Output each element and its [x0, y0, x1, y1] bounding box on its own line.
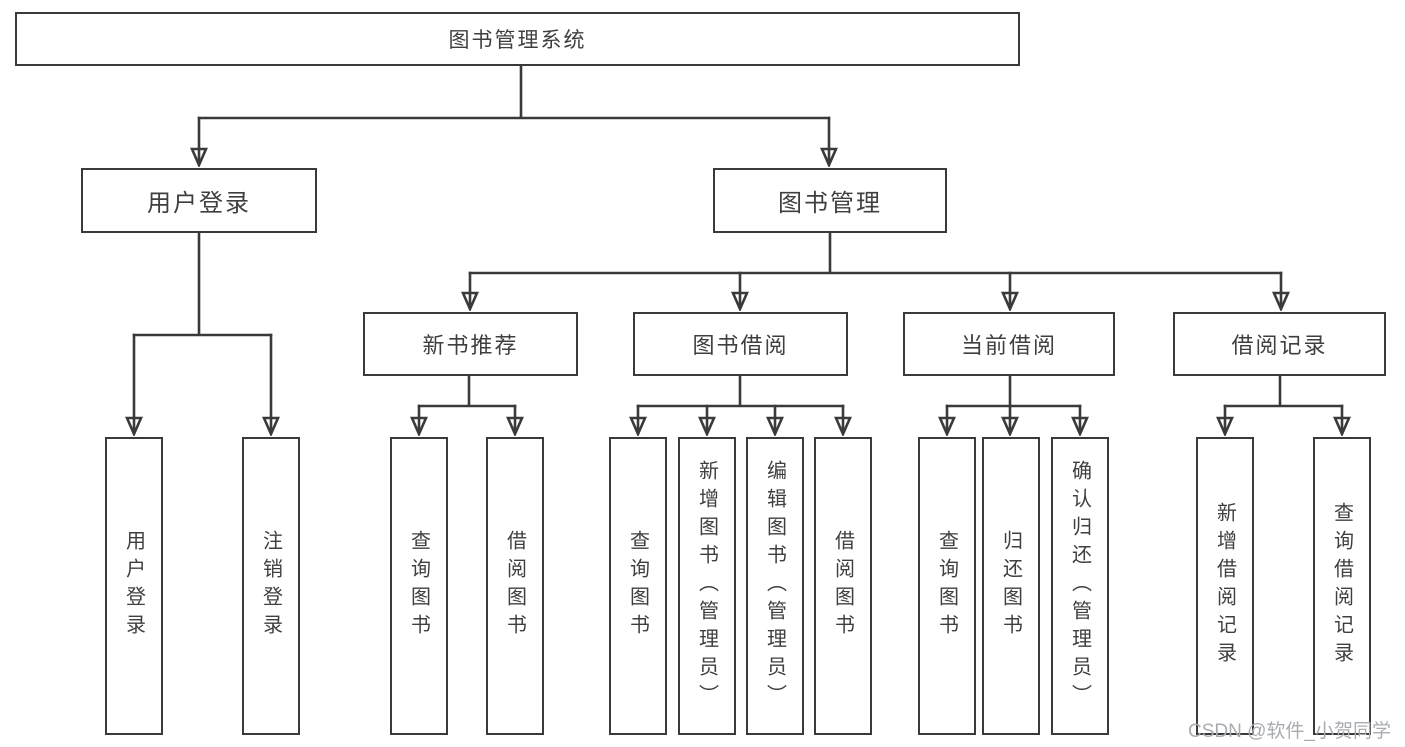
- leaf-logout: 注销登录: [242, 437, 300, 735]
- leaf-query-borrow-record-label: 查询借阅记录: [1330, 502, 1353, 670]
- leaf-query-books-borrowing: 查询图书: [609, 437, 667, 735]
- leaf-add-books-admin-label: 新增图书（管理员）: [695, 460, 718, 712]
- leaf-logout-label: 注销登录: [259, 530, 282, 642]
- leaf-edit-books-admin-label: 编辑图书（管理员）: [763, 460, 786, 712]
- leaf-query-books-recommend-label: 查询图书: [407, 530, 430, 642]
- leaf-return-books: 归还图书: [982, 437, 1040, 735]
- leaf-borrow-books-recommend-label: 借阅图书: [503, 530, 526, 642]
- leaf-add-books-admin: 新增图书（管理员）: [678, 437, 736, 735]
- node-book-management: 图书管理: [713, 168, 947, 233]
- node-new-book-recommend: 新书推荐: [363, 312, 578, 376]
- node-library-system: 图书管理系统: [15, 12, 1020, 66]
- node-borrowing-records: 借阅记录: [1173, 312, 1386, 376]
- leaf-user-login-label: 用户登录: [122, 530, 145, 642]
- leaf-borrow-books-borrowing-label: 借阅图书: [831, 530, 854, 642]
- leaf-user-login: 用户登录: [105, 437, 163, 735]
- leaf-query-borrow-record: 查询借阅记录: [1313, 437, 1371, 735]
- leaf-confirm-return-admin-label: 确认归还（管理员）: [1068, 460, 1091, 712]
- wire-new-books-branch: [417, 374, 517, 408]
- wire-root-branch: [197, 64, 831, 120]
- node-book-management-label: 图书管理: [778, 190, 882, 217]
- wire-records-branch: [1223, 374, 1344, 408]
- leaf-borrow-books-borrowing: 借阅图书: [814, 437, 872, 735]
- leaf-add-borrow-record-label: 新增借阅记录: [1213, 502, 1236, 670]
- wire-borrowing-branch: [636, 374, 845, 408]
- leaf-query-books-borrowing-label: 查询图书: [626, 530, 649, 642]
- leaf-edit-books-admin: 编辑图书（管理员）: [746, 437, 804, 735]
- leaf-query-books-current: 查询图书: [918, 437, 976, 735]
- wire-user-login-branch: [132, 231, 273, 337]
- node-library-system-label: 图书管理系统: [448, 29, 587, 52]
- node-borrowing-records-label: 借阅记录: [1231, 333, 1328, 358]
- node-book-borrowing-label: 图书借阅: [692, 333, 789, 358]
- leaf-return-books-label: 归还图书: [999, 530, 1022, 642]
- node-current-borrowing: 当前借阅: [903, 312, 1115, 376]
- leaf-add-borrow-record: 新增借阅记录: [1196, 437, 1254, 735]
- node-current-borrowing-label: 当前借阅: [960, 333, 1057, 358]
- wire-current-branch: [945, 374, 1082, 408]
- leaf-query-books-current-label: 查询图书: [935, 530, 958, 642]
- leaf-confirm-return-admin: 确认归还（管理员）: [1051, 437, 1109, 735]
- node-user-login: 用户登录: [81, 168, 317, 233]
- leaf-borrow-books-recommend: 借阅图书: [486, 437, 544, 735]
- node-user-login-label: 用户登录: [147, 190, 251, 217]
- node-new-book-recommend-label: 新书推荐: [422, 333, 519, 358]
- csdn-watermark: CSDN @软件_小贺同学: [1188, 721, 1391, 742]
- wire-book-mgmt-branch: [468, 231, 1283, 275]
- leaf-query-books-recommend: 查询图书: [390, 437, 448, 735]
- node-book-borrowing: 图书借阅: [633, 312, 848, 376]
